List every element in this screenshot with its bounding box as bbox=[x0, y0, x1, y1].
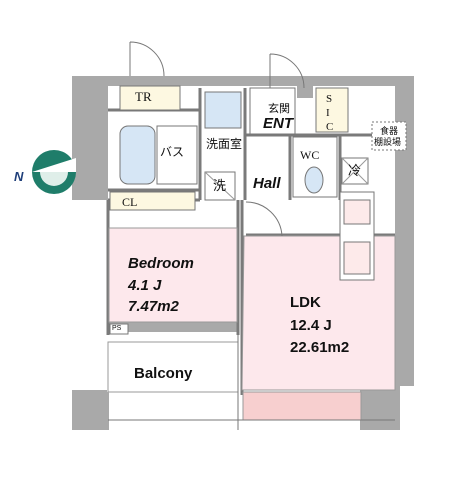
closet bbox=[109, 191, 196, 211]
balcony-label: Balcony bbox=[134, 365, 193, 382]
entrance-jp-label: 玄関 bbox=[268, 103, 290, 115]
sink bbox=[343, 199, 371, 225]
entrance-door-arc bbox=[269, 53, 305, 89]
shoe-closet bbox=[315, 87, 349, 133]
dishwasher-box bbox=[371, 121, 407, 151]
entrance-area bbox=[249, 87, 296, 135]
bedroom-jo: 4.1 J bbox=[128, 277, 162, 294]
wc-label: WC bbox=[300, 148, 320, 162]
dishwasher-label-1: 食器 bbox=[380, 126, 399, 136]
north-compass bbox=[32, 150, 76, 194]
tr-label: TR bbox=[135, 89, 152, 104]
washer-label: 洗 bbox=[213, 178, 227, 193]
ps-label: PS bbox=[112, 325, 122, 332]
ldk-jo: 12.4 J bbox=[290, 317, 332, 334]
entrance-label: ENT bbox=[263, 115, 293, 132]
trunk-room bbox=[119, 85, 181, 111]
bedroom-floor bbox=[108, 227, 238, 323]
washroom-label: 洗面室 bbox=[206, 137, 243, 151]
ldk-area: 22.61m2 bbox=[290, 339, 350, 356]
bath-tub bbox=[119, 125, 156, 185]
sic-label: S I C bbox=[326, 93, 334, 133]
hall-door-arc bbox=[245, 201, 283, 237]
dishwasher-label-2: 棚設場 bbox=[374, 137, 402, 147]
hall-label: Hall bbox=[253, 175, 281, 192]
closet-label: CL bbox=[122, 195, 138, 209]
stove bbox=[343, 241, 371, 275]
ldk-name: LDK bbox=[290, 294, 321, 311]
bath-floor bbox=[156, 125, 198, 185]
wash-basin bbox=[204, 91, 242, 129]
compass-label: N bbox=[14, 169, 24, 184]
bedroom-name: Bedroom bbox=[128, 255, 194, 272]
bath-label: バス bbox=[160, 145, 185, 159]
bedroom-area: 7.47m2 bbox=[128, 298, 179, 315]
balcony-corner bbox=[73, 392, 109, 430]
fridge-label: 冷 bbox=[348, 163, 362, 178]
pipe-shaft bbox=[109, 323, 129, 335]
toilet bbox=[304, 166, 324, 194]
balcony-floor bbox=[107, 341, 239, 393]
tr-door-arc bbox=[129, 41, 165, 77]
balcony-strip bbox=[242, 391, 362, 421]
